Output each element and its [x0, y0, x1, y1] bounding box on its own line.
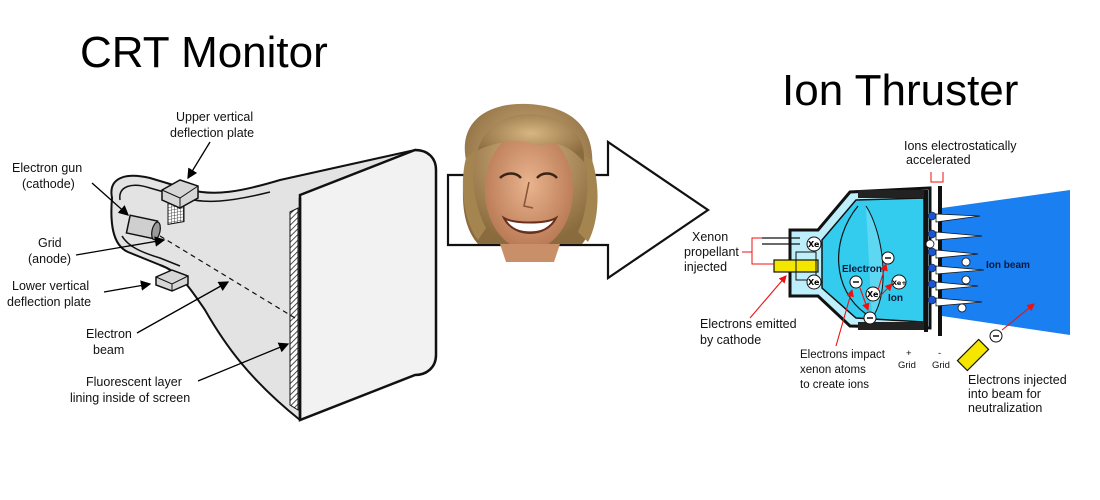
crt-monitor-drawing	[110, 148, 438, 422]
label-xenon-1: Xenon	[692, 230, 728, 244]
lower-deflection-plate	[155, 269, 189, 292]
svg-text:Xe: Xe	[867, 290, 879, 299]
label-grid-1: Grid	[38, 236, 62, 250]
label-grid-2: (anode)	[28, 252, 71, 266]
label-injected-2: into beam for	[968, 387, 1041, 401]
fluorescent-layer	[289, 207, 299, 411]
label-ions-accel-1: Ions electrostatically	[904, 139, 1017, 153]
label-fluorescent-1: Fluorescent layer	[86, 375, 182, 389]
label-injected-3: neutralization	[968, 401, 1042, 415]
label-impact-1: Electrons impact	[800, 349, 886, 361]
label-ion-beam: Ion beam	[986, 260, 1030, 271]
label-beam-1: Electron	[86, 327, 132, 341]
label-impact-2: xenon atoms	[800, 364, 866, 376]
label-emitted-2: by cathode	[700, 333, 761, 347]
smiling-man-portrait	[462, 103, 598, 262]
label-emitted-1: Electrons emitted	[700, 317, 797, 331]
xenon-atoms: Xe Xe Xe Xe+	[806, 236, 907, 302]
thruster-labels: Ions electrostatically accelerated Xenon…	[684, 139, 1067, 415]
ion-beam	[942, 190, 1070, 335]
label-xenon-3: injected	[684, 260, 727, 274]
svg-text:Xe: Xe	[808, 278, 820, 287]
electron-gun	[125, 214, 161, 241]
label-ion-region: Ion	[888, 293, 903, 304]
ion-thruster-drawing: Xe Xe Xe Xe+	[762, 186, 1070, 372]
label-plus-grid: Grid	[898, 360, 916, 371]
svg-text:Xe+: Xe+	[892, 279, 907, 287]
ion-beamlets	[935, 213, 985, 307]
label-lower-plate-1: Lower vertical	[12, 279, 89, 293]
upper-deflection-plate	[161, 179, 199, 209]
label-ions-accel-2: accelerated	[906, 153, 971, 167]
positive-grid	[924, 190, 928, 332]
thruster-title: Ion Thruster	[782, 66, 1018, 115]
label-minus-grid: Grid	[932, 360, 950, 371]
label-upper-plate-2: deflection plate	[170, 126, 254, 140]
label-plus-sign: +	[906, 348, 912, 359]
beam-ions	[925, 239, 971, 313]
crt-title: CRT Monitor	[80, 28, 328, 77]
label-beam-2: beam	[93, 343, 124, 357]
crt-labels: Electron gun (cathode) Upper vertical de…	[7, 110, 290, 405]
label-minus-sign: -	[938, 348, 941, 359]
label-electron-gun-1: Electron gun	[12, 161, 82, 175]
label-injected-1: Electrons injected	[968, 373, 1067, 387]
label-impact-3: to create ions	[800, 379, 869, 391]
svg-text:Xe: Xe	[808, 240, 820, 249]
label-upper-plate-1: Upper vertical	[176, 110, 253, 124]
label-fluorescent-2: lining inside of screen	[70, 391, 190, 405]
neutralizer-cathode	[956, 329, 1003, 372]
label-xenon-2: propellant	[684, 245, 739, 259]
label-electron-gun-2: (cathode)	[22, 177, 75, 191]
crt-screen	[298, 148, 438, 422]
negative-grid	[938, 186, 942, 336]
label-lower-plate-2: deflection plate	[7, 295, 91, 309]
label-electron-region: Electron	[842, 264, 882, 275]
